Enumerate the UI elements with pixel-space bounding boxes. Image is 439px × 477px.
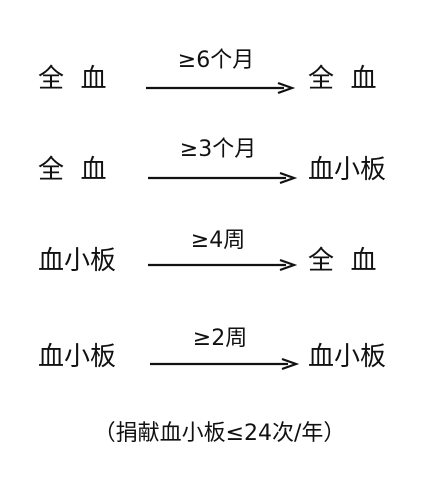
interval-label: ≥2周 <box>192 326 248 351</box>
interval-label: ≥6个月 <box>177 48 255 73</box>
arrow-icon <box>150 357 300 371</box>
interval-label: ≥3个月 <box>179 137 257 162</box>
to-donation-type: 血小板 <box>308 342 387 372</box>
footnote: （捐献血小板≤24次/年） <box>93 421 346 446</box>
arrow-icon <box>148 258 298 272</box>
interval-row-3: 血小板 ≥4周 全 血 <box>0 226 439 286</box>
to-donation-type: 全 血 <box>308 246 377 276</box>
from-donation-type: 全 血 <box>38 155 107 185</box>
from-donation-type: 血小板 <box>38 246 117 276</box>
from-donation-type: 全 血 <box>38 64 107 94</box>
arrow-icon <box>146 81 296 95</box>
from-donation-type: 血小板 <box>38 342 117 372</box>
arrow-icon <box>148 171 298 185</box>
to-donation-type: 全 血 <box>308 64 377 94</box>
interval-row-1: 全 血 ≥6个月 全 血 <box>0 48 439 108</box>
interval-label: ≥4周 <box>190 228 246 253</box>
interval-row-4: 血小板 ≥2周 血小板 <box>0 322 439 382</box>
interval-row-2: 全 血 ≥3个月 血小板 <box>0 137 439 197</box>
to-donation-type: 血小板 <box>308 155 387 185</box>
